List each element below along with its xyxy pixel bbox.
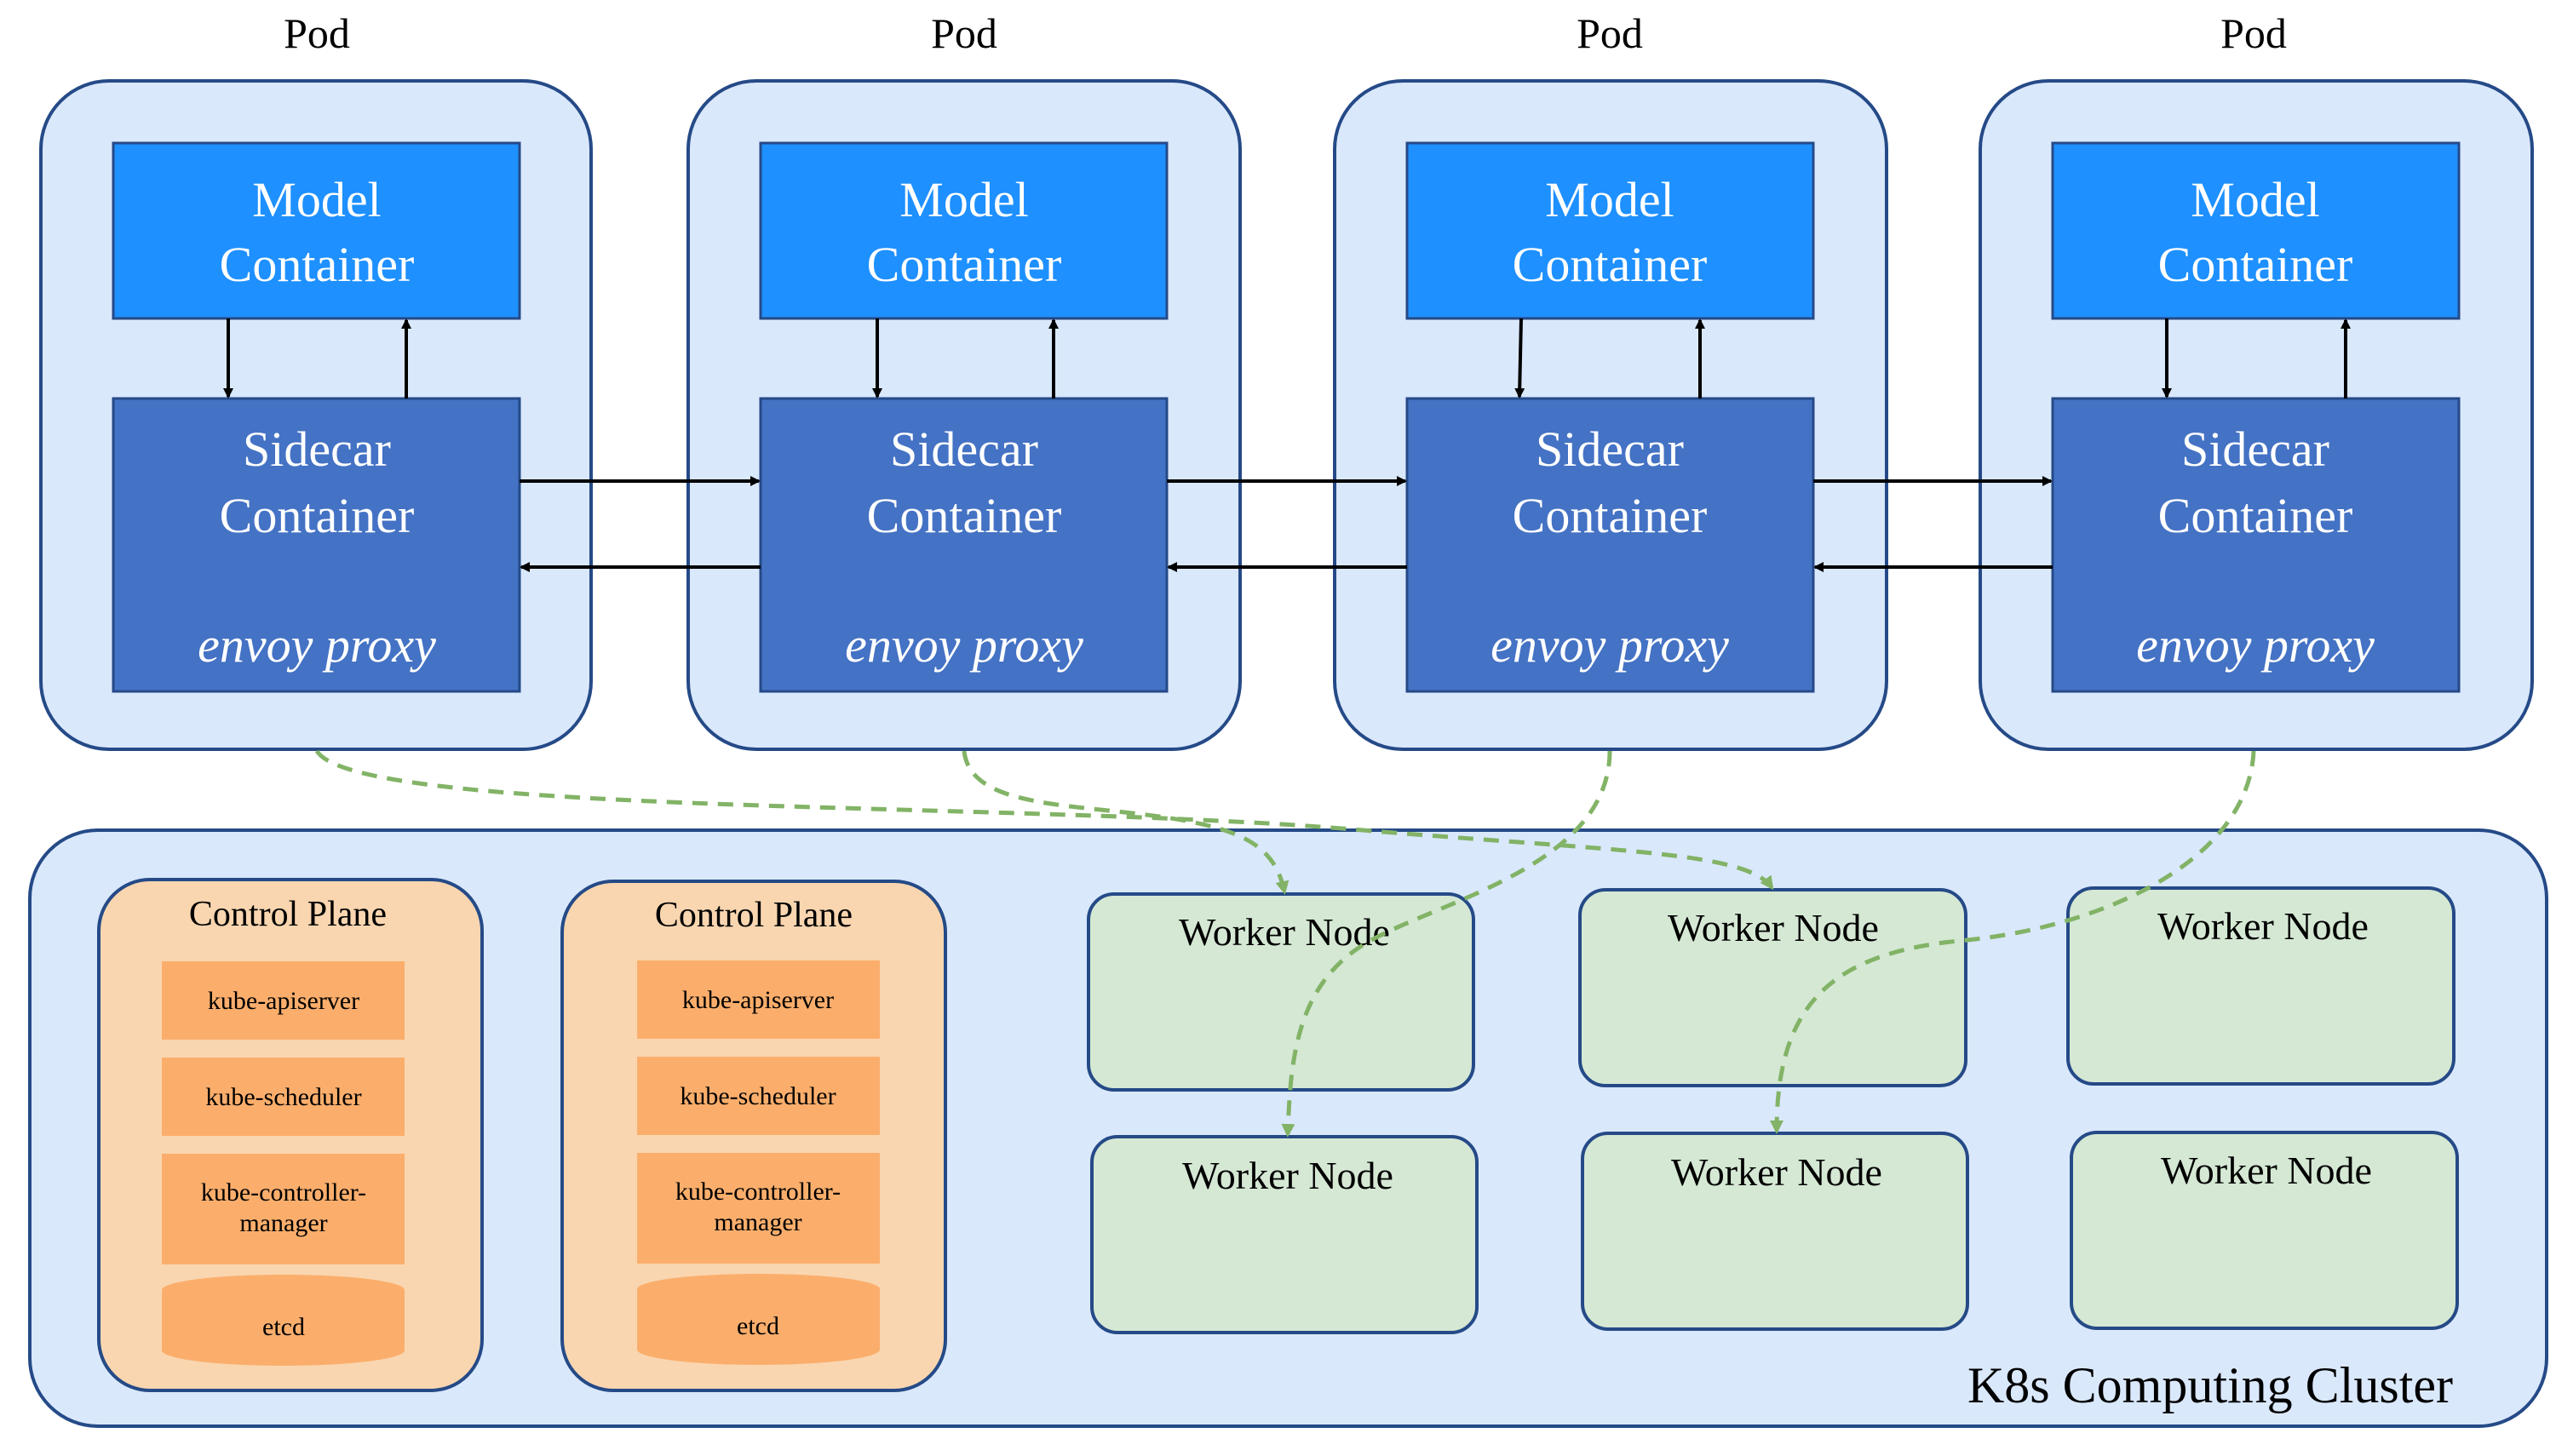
model-container-box	[2051, 141, 2461, 320]
sidecar-container-label-2: Container	[867, 488, 1062, 543]
kube-controller-manager-box	[162, 1154, 405, 1264]
worker-node-3: Worker Node	[2066, 886, 2455, 1086]
model-container-box	[112, 141, 521, 320]
worker-node-5: Worker Node	[1581, 1132, 1969, 1331]
sidecar-container-label-1: Sidecar	[2181, 421, 2329, 477]
sidecar-container-label-2: Container	[2158, 488, 2353, 543]
model-to-sidecar-arrow	[1514, 318, 1525, 398]
worker-node-label: Worker Node	[1182, 1154, 1393, 1197]
etcd-cylinder	[637, 1274, 880, 1365]
pod-2: Pod Model Container Sidecar Container en…	[686, 9, 1242, 751]
pod-title: Pod	[931, 9, 997, 57]
sidecar-container-box	[112, 397, 521, 693]
inter-pod-arrows	[520, 476, 2053, 572]
kube-controller-manager-label-2: manager	[714, 1208, 801, 1236]
sidecar-container-label-2: Container	[1513, 488, 1708, 543]
pod-title: Pod	[284, 9, 350, 57]
control-plane-title: Control Plane	[189, 895, 387, 934]
worker-node-4: Worker Node	[1090, 1135, 1479, 1334]
deployment-arrows	[314, 749, 2256, 1138]
model-container-label-1: Model	[1545, 172, 1674, 227]
envoy-proxy-label: envoy proxy	[845, 617, 1083, 673]
etcd-cylinder	[162, 1275, 405, 1366]
sidecar-container-label-2: Container	[220, 488, 415, 543]
model-container-label-1: Model	[252, 172, 381, 227]
sidecar-container-label-1: Sidecar	[1536, 421, 1684, 477]
worker-node-label: Worker Node	[1179, 910, 1390, 954]
model-container-box	[1405, 141, 1815, 320]
model-container-label-1: Model	[899, 172, 1028, 227]
kube-apiserver-box	[162, 961, 405, 1040]
sidecar-container-box	[2051, 397, 2461, 693]
control-plane-2: Control Plane kube-apiserver kube-schedu…	[560, 880, 947, 1392]
etcd-label: etcd	[737, 1312, 779, 1340]
model-container-label-2: Container	[2158, 237, 2353, 292]
envoy-proxy-label: envoy proxy	[198, 617, 436, 673]
worker-node-label: Worker Node	[1671, 1150, 1882, 1194]
pod3-to-worker4-arrow	[1281, 750, 1612, 1138]
worker-node-1: Worker Node	[1087, 892, 1475, 1092]
control-plane-title: Control Plane	[655, 896, 853, 935]
pod2-to-worker1-arrow	[962, 750, 1289, 895]
kube-controller-manager-label-2: manager	[239, 1209, 327, 1237]
etcd-label: etcd	[262, 1313, 305, 1341]
model-container-label-2: Container	[1513, 237, 1708, 292]
sidecar-container-label-1: Sidecar	[890, 421, 1038, 477]
worker-node-label: Worker Node	[2157, 904, 2369, 948]
worker-node-label: Worker Node	[1668, 906, 1879, 949]
kube-controller-manager-label-1: kube-controller-	[675, 1178, 841, 1206]
kube-scheduler-label: kube-scheduler	[205, 1083, 361, 1111]
model-container-label-1: Model	[2191, 172, 2319, 227]
sidecar-container-box	[1405, 397, 1815, 693]
pod1-to-worker2-arrow	[314, 749, 1774, 891]
pod-3: Pod Model Container Sidecar Container en…	[1333, 9, 1888, 751]
cluster-label: K8s Computing Cluster	[1967, 1357, 2453, 1413]
envoy-proxy-label: envoy proxy	[2136, 617, 2375, 673]
kube-apiserver-label: kube-apiserver	[208, 987, 359, 1015]
model-container-label-2: Container	[867, 237, 1062, 292]
worker-node-label: Worker Node	[2161, 1149, 2372, 1192]
sidecar-container-box	[759, 397, 1169, 693]
kube-controller-manager-label-1: kube-controller-	[201, 1178, 366, 1207]
kube-scheduler-box	[637, 1057, 880, 1135]
pod-1: Pod Model Container Sidecar Container en…	[39, 9, 593, 751]
worker-node-2: Worker Node	[1578, 888, 1967, 1087]
control-plane-1: Control Plane kube-apiserver kube-schedu…	[97, 878, 484, 1392]
kube-apiserver-label: kube-apiserver	[682, 986, 834, 1014]
sidecar-container-label-1: Sidecar	[243, 421, 391, 477]
pod-title: Pod	[2220, 9, 2287, 57]
kube-scheduler-label: kube-scheduler	[680, 1082, 836, 1110]
worker-node-6: Worker Node	[2070, 1131, 2459, 1330]
envoy-proxy-label: envoy proxy	[1491, 617, 1729, 673]
pod-title: Pod	[1577, 9, 1643, 57]
model-container-box	[759, 141, 1169, 320]
kube-apiserver-box	[637, 960, 880, 1039]
pod-4: Pod Model Container Sidecar Container en…	[1979, 9, 2534, 751]
pod4-to-worker5-arrow	[1770, 750, 2256, 1134]
model-container-label-2: Container	[220, 237, 415, 292]
kube-controller-manager-box	[637, 1153, 880, 1264]
kube-scheduler-box	[162, 1058, 405, 1136]
